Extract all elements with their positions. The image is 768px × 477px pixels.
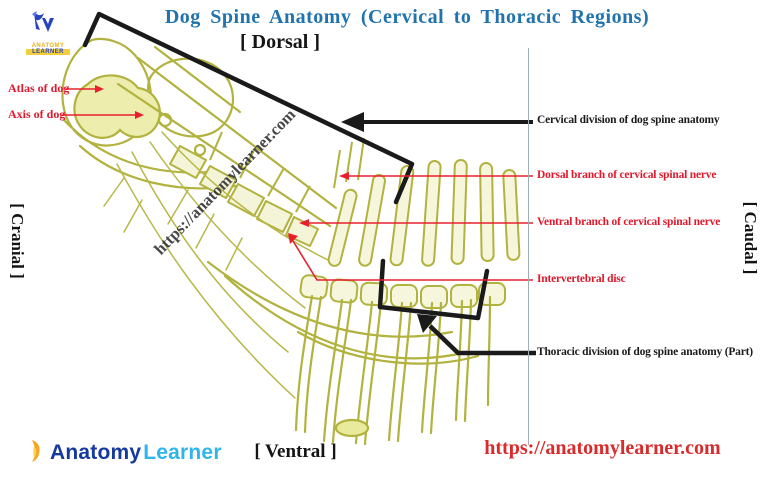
- header-logo: ANATOMY LEARNER: [26, 8, 70, 55]
- label-cervical-division: Cervical division of dog spine anatomy: [537, 114, 720, 126]
- label-atlas: Atlas of dog: [8, 81, 70, 95]
- label-axis: Axis of dog: [8, 107, 66, 121]
- atlas-pointer-arrowhead: [95, 85, 104, 93]
- footer-logo-secondary: Learner: [143, 441, 222, 464]
- ventral-branch-arrowhead: [299, 219, 309, 227]
- orientation-cranial: [ Cranial ]: [8, 203, 27, 279]
- cervical-division-arrowhead: [341, 112, 364, 132]
- thoracic-division-arrow: [428, 324, 536, 356]
- ribs-sketch: [206, 260, 492, 446]
- spinal-nerves-sketch: [103, 131, 333, 399]
- cervical-vertebrae-sketch: [169, 131, 365, 247]
- label-ventral-branch: Ventral branch of cervical spinal nerve: [537, 216, 721, 228]
- orientation-ventral: [ Ventral ]: [254, 441, 337, 462]
- axis-pointer-arrowhead: [135, 111, 144, 119]
- thoracic-division-bracket: [377, 258, 490, 321]
- footer-website-link[interactable]: https://anatomylearner.com: [484, 437, 721, 459]
- label-column-divider: [528, 48, 529, 445]
- header-logo-line1: ANATOMY: [31, 43, 65, 49]
- dorsal-branch-arrowhead: [339, 172, 349, 180]
- header-logo-line2: LEARNER: [26, 49, 70, 55]
- footer-logo: Anatomy Learner: [28, 438, 222, 468]
- annotation-lines: [62, 11, 536, 356]
- orientation-dorsal: [ Dorsal ]: [240, 31, 320, 53]
- footer-logo-primary: Anatomy: [50, 441, 142, 464]
- intervertebral-disc-arrowhead: [288, 233, 298, 244]
- thoracic-division-arrowhead: [417, 314, 437, 333]
- thoracic-vertebrae-sketch: [299, 158, 521, 309]
- footer-logo-icon: [32, 440, 40, 462]
- label-thoracic-division: Thoracic division of dog spine anatomy (…: [537, 346, 753, 358]
- cervical-division-bracket: [82, 11, 415, 205]
- intervertebral-disc-pointer-line: [292, 240, 533, 281]
- label-intervertebral-disc: Intervertebral disc: [537, 273, 626, 285]
- orientation-caudal: [ Caudal ]: [741, 201, 760, 275]
- label-dorsal-branch: Dorsal branch of cervical spinal nerve: [537, 169, 717, 181]
- page-title: Dog Spine Anatomy (Cervical to Thoracic …: [164, 6, 650, 28]
- header-logo-icon: [32, 11, 54, 32]
